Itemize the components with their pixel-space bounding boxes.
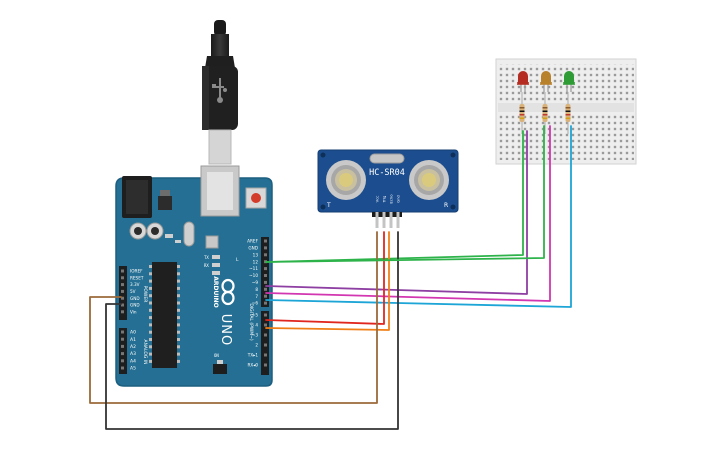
sensor-pin[interactable]	[382, 212, 386, 228]
power-header[interactable]	[119, 266, 127, 320]
digital-pin-label: ~3	[252, 333, 259, 338]
power-pin-label: 3.3V	[130, 282, 140, 287]
analog-pin-label: A4	[130, 358, 136, 364]
icsp-header	[213, 364, 227, 374]
sensor-pin-label: Vcc	[374, 196, 379, 203]
led-label-l: L	[236, 257, 239, 263]
digital-pin-label: ~6	[252, 301, 259, 306]
analog-pin-label: A3	[130, 351, 136, 357]
gnd-rail-wire[interactable]	[265, 125, 545, 263]
yellow-led[interactable]	[540, 71, 552, 92]
gnd-to-sensor-gnd-wire[interactable]	[105, 231, 399, 430]
sensor-name: HC-SR04	[369, 168, 405, 178]
on-label: ON	[214, 353, 219, 358]
gnd-to-breadboard-wire[interactable]	[265, 130, 524, 263]
sensor-pin[interactable]	[396, 212, 400, 228]
digital-pin-label: ~10	[249, 273, 258, 278]
arduino-infinity-logo	[221, 278, 235, 306]
digital-pin-label: 13	[253, 252, 259, 257]
pin10-to-yellow-led-wire[interactable]	[265, 125, 551, 302]
power-pin-label: 5V	[130, 289, 136, 294]
usb-cable	[202, 20, 238, 165]
digital-pin-label: AREF	[247, 239, 258, 244]
mini-breadboard[interactable]	[495, 58, 637, 165]
power-pin-label: IOREF	[130, 269, 143, 274]
power-pin-label: GND	[130, 303, 140, 308]
digital-pin-label: GND	[248, 246, 258, 251]
5v-to-vcc-wire[interactable]	[89, 231, 378, 404]
pin5-to-echo-wire[interactable]	[265, 231, 390, 331]
sensor-pin[interactable]	[375, 212, 379, 228]
analog-pin-label: A1	[130, 337, 136, 343]
sensor-right-mark: R	[444, 202, 448, 209]
pin6-to-trig-wire[interactable]	[265, 231, 385, 325]
resistor[interactable]	[542, 92, 548, 134]
digital-pin-label: 7	[255, 294, 258, 299]
digital-pin-label: TX▸1	[247, 353, 259, 358]
power-pin-label: Vin	[130, 309, 137, 314]
usb-icon	[212, 78, 227, 103]
digital-pin-label: ~11	[249, 266, 258, 271]
receiver	[409, 160, 449, 200]
red-led[interactable]	[517, 71, 529, 92]
resistor[interactable]	[565, 92, 571, 134]
crystal	[183, 221, 195, 247]
digital-pin-label: 8	[255, 287, 258, 292]
digital-header-label: DIGITAL (PWM~)	[248, 303, 254, 341]
sensor-pin[interactable]	[389, 212, 393, 228]
pin9-to-green-led-wire[interactable]	[265, 125, 572, 308]
sensor-crystal	[369, 153, 405, 164]
transmitter	[326, 160, 366, 200]
digital-pin-label: RX◂0	[247, 363, 258, 368]
analog-pin-label: A5	[130, 366, 136, 372]
sensor-pin-label: Gnd	[395, 195, 400, 203]
atmega-chip	[152, 262, 177, 368]
digital-pin-label: ~5	[252, 313, 259, 318]
digital-pin-label: 4	[255, 323, 258, 328]
reset-button[interactable]	[245, 187, 267, 209]
digital-header-lower[interactable]	[261, 311, 269, 375]
digital-pin-label: 2	[255, 343, 258, 348]
power-pin-label: GND	[130, 296, 140, 301]
analog-pin-label: A0	[130, 330, 136, 336]
digital-header-upper[interactable]	[261, 237, 269, 307]
green-led[interactable]	[563, 71, 575, 92]
analog-header-label: ANALOG IN	[142, 339, 148, 364]
wires	[89, 125, 572, 430]
digital-pin-label: 12	[253, 259, 259, 264]
analog-header[interactable]	[119, 328, 127, 374]
pin11-to-red-led-wire[interactable]	[265, 130, 528, 295]
arduino-model: UNO	[218, 314, 233, 346]
digital-pin-label: ~9	[252, 280, 259, 285]
sensor-pin-label: Trig	[381, 195, 386, 203]
resistor[interactable]	[519, 92, 525, 134]
led-label-rx: RX	[204, 263, 209, 268]
sensor-left-mark: T	[326, 202, 331, 209]
power-header-label: POWER	[142, 286, 148, 303]
analog-pin-label: A2	[130, 344, 136, 350]
power-pin-label: RESET	[130, 275, 144, 280]
sensor-pin-label: Echo	[388, 194, 393, 204]
arduino-brand: ARDUINO	[212, 276, 219, 307]
led-label-tx: TX	[204, 255, 209, 260]
